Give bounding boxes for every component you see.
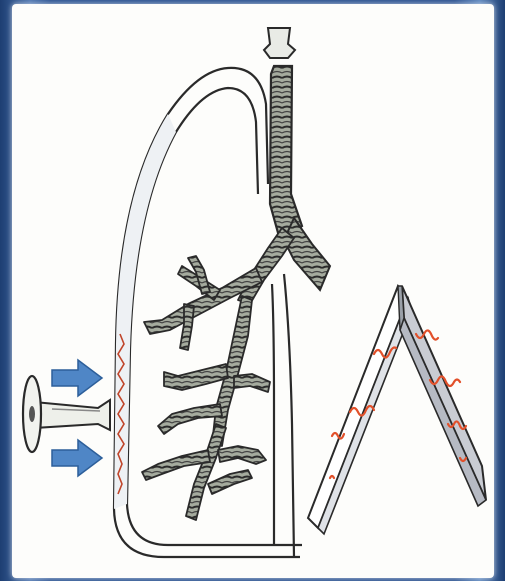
trachea-tube xyxy=(270,66,302,240)
middle-branch-right xyxy=(234,374,270,392)
right-main-bronchus xyxy=(284,218,330,290)
lower-branch-left xyxy=(158,404,222,434)
pleura-fold-icon xyxy=(308,286,486,534)
chest-piece-tube xyxy=(34,400,110,430)
bronchial-tree-icon xyxy=(142,228,294,520)
middle-branch-left xyxy=(164,364,228,390)
arrow-icon xyxy=(52,440,102,476)
visceral-face xyxy=(400,318,486,506)
lower-branch-posterior xyxy=(208,470,252,494)
lower-branch-basal-right xyxy=(218,446,266,464)
chest-piece-center xyxy=(29,406,35,422)
diagram-canvas xyxy=(12,4,494,578)
pleural-space-fill xyxy=(114,114,176,509)
arrow-icon xyxy=(52,360,102,396)
lower-trunk xyxy=(186,424,226,520)
visceral-layer xyxy=(402,286,486,500)
chest-piece-icon xyxy=(23,376,110,452)
parietal-layer xyxy=(308,286,408,528)
mediastinal-border xyxy=(272,274,294,557)
lung-auscultation-diagram xyxy=(12,4,494,578)
parietal-inner-edge xyxy=(318,298,412,534)
trachea-cartilage-cap xyxy=(264,28,295,58)
